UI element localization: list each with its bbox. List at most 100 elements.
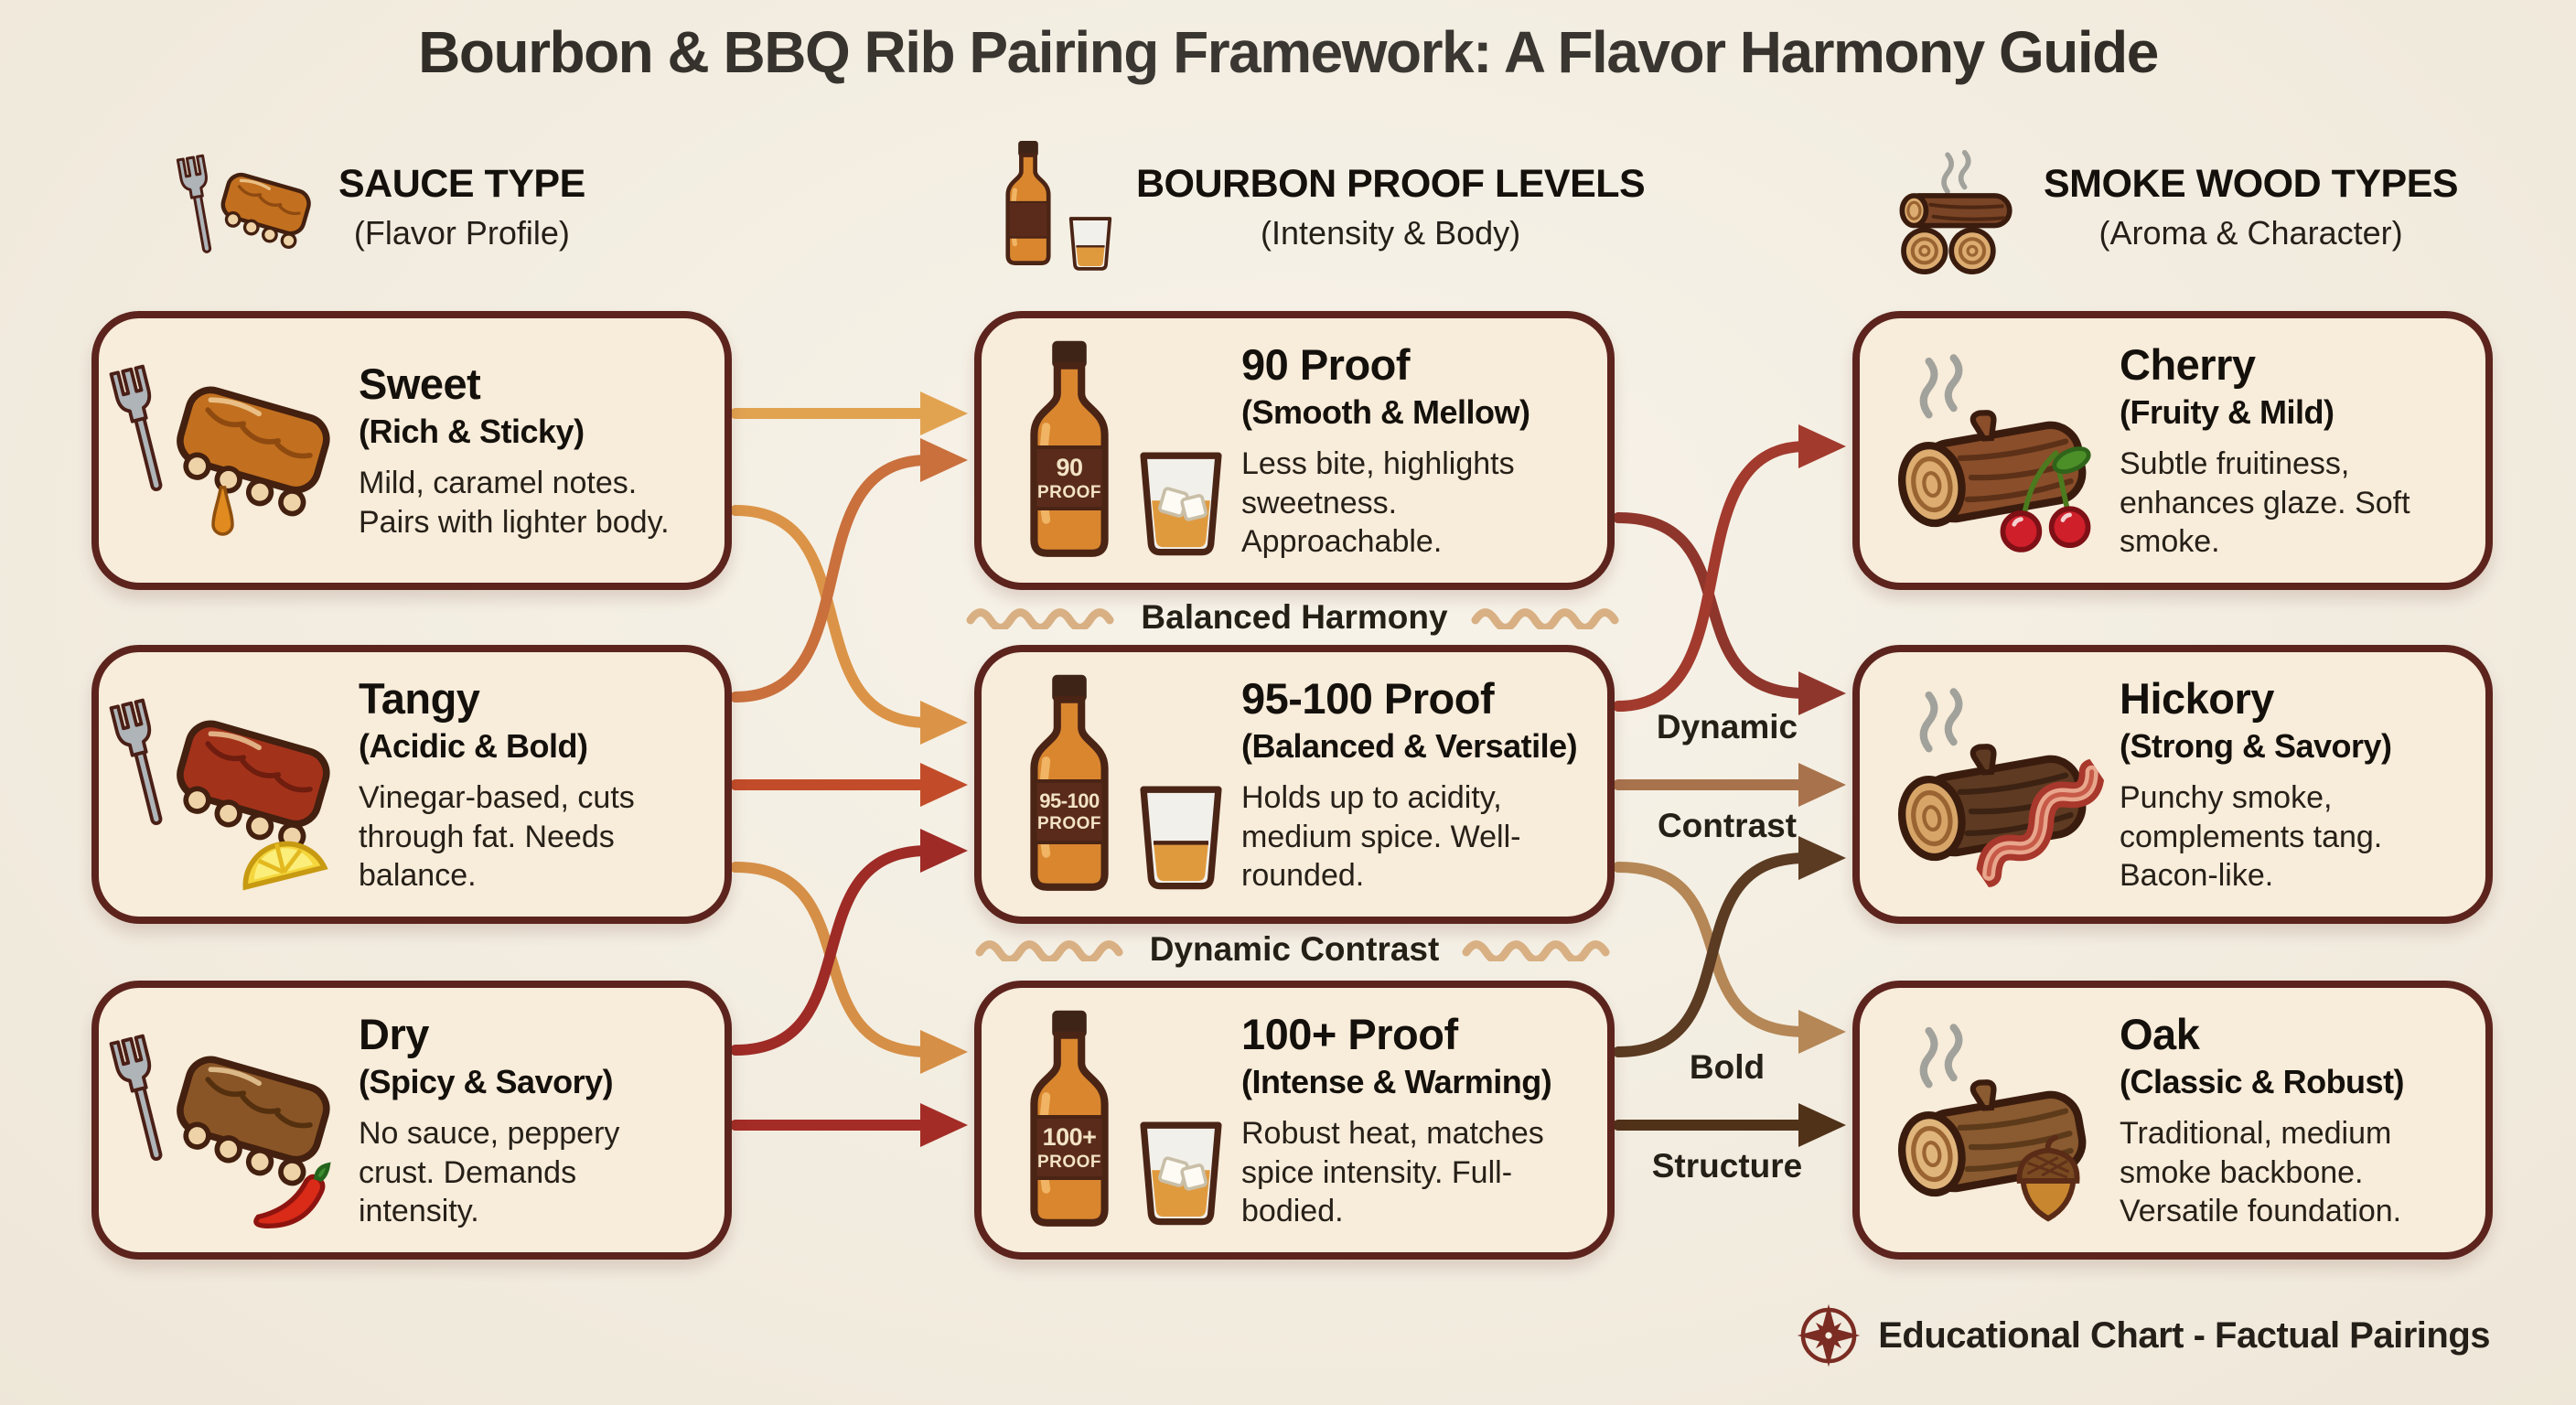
whiskey-glass-ice-icon: [1135, 448, 1227, 558]
card-description: No sauce, peppery crust. Demands intensi…: [359, 1115, 620, 1229]
arrow-tangy-p100: [730, 862, 933, 1057]
card-hickory-wood: Hickory (Strong & Savory) Punchy smoke, …: [1852, 645, 2493, 924]
cherries-icon: [1993, 437, 2098, 554]
arrow-p100-hickory: [1613, 853, 1811, 1057]
card-cherry-wood: Cherry (Fruity & Mild) Subtle fruitiness…: [1852, 311, 2493, 590]
card-title: 100+ Proof: [1241, 1009, 1458, 1058]
smoking-logs-icon: [1881, 137, 2023, 276]
card-title: Hickory: [2120, 673, 2274, 723]
arrowhead-dry-p95: [920, 829, 968, 873]
bourbon-bottle-icon: [1009, 669, 1130, 894]
column-title: SAUCE TYPE: [338, 161, 585, 206]
arrowhead-p95-hickory: [1798, 763, 1846, 807]
oak-log-icon: [1876, 1001, 2107, 1240]
bottle-glass-icon: [988, 137, 1116, 276]
ribs-fork-icon: [179, 137, 318, 276]
card-description: Mild, caramel notes. Pairs with lighter …: [359, 466, 670, 540]
column-subtitle: (Flavor Profile): [353, 213, 570, 252]
divider-label: Balanced Harmony: [1141, 598, 1448, 636]
page-title: Bourbon & BBQ Rib Pairing Framework: A F…: [418, 19, 2159, 85]
whiskey-glass-ice-icon: [1135, 1118, 1227, 1228]
arrow-p95-cherry: [1613, 441, 1811, 712]
sweet-glazed-ribs-icon: [115, 331, 346, 571]
card-100-plus-proof: 100+ PROOF 100+ Proof (Intense & Warming…: [974, 981, 1615, 1260]
glazed-ribs-icon: [156, 368, 346, 531]
arrowhead-tangy-p100: [920, 1030, 968, 1074]
card-description: Vinegar-based, cuts through fat. Needs b…: [359, 779, 635, 894]
divider-label: Dynamic Contrast: [1149, 930, 1440, 968]
column-header-bourbon-proof: BOURBON PROOF LEVELS (Intensity & Body): [988, 137, 1646, 276]
card-title: Cherry: [2120, 339, 2256, 389]
card-description: Punchy smoke, complements tang. Bacon-li…: [2120, 779, 2383, 894]
arrow-p90-hickory: [1613, 512, 1811, 699]
column-subtitle: (Intensity & Body): [1261, 213, 1521, 252]
arrowhead-p95-cherry: [1798, 424, 1846, 468]
whiskey-glass-icon: [1067, 214, 1114, 273]
dry-rub-ribs-icon: [115, 1001, 346, 1240]
squiggle-icon: [965, 606, 1119, 629]
connector-label-structure: Structure: [1651, 1147, 1803, 1185]
log-stack-icon: [1881, 179, 2023, 276]
arrowhead-p95-oak: [1798, 1010, 1846, 1054]
card-description: Traditional, medium smoke backbone. Vers…: [2120, 1115, 2402, 1229]
card-95-100-proof: 95-100 PROOF 95-100 Proof (Balanced & Ve…: [974, 645, 1615, 924]
card-subtitle: (Fruity & Mild): [2120, 392, 2334, 431]
card-subtitle: (Rich & Sticky): [359, 413, 585, 451]
arrowhead-sweet-p95: [920, 701, 968, 745]
card-title: Dry: [359, 1009, 429, 1058]
bottle-label: 90 PROOF: [1036, 453, 1102, 502]
sauce-drip-icon: [207, 476, 245, 554]
connector-label-bold: Bold: [1689, 1048, 1766, 1086]
card-subtitle: (Intense & Warming): [1241, 1062, 1552, 1100]
ribs-icon: [209, 161, 320, 258]
divider-dynamic-contrast: Dynamic Contrast: [974, 927, 1615, 972]
arrowhead-tangy-p90: [920, 438, 968, 482]
column-title: SMOKE WOOD TYPES: [2044, 161, 2459, 206]
squiggle-icon: [974, 938, 1128, 961]
footer-text: Educational Chart - Factual Pairings: [1878, 1314, 2490, 1356]
card-subtitle: (Classic & Robust): [2120, 1062, 2405, 1100]
whiskey-glass-icon: [1135, 782, 1227, 892]
card-subtitle: (Strong & Savory): [2120, 726, 2392, 765]
card-oak-wood: Oak (Classic & Robust) Traditional, medi…: [1852, 981, 2493, 1260]
tangy-sauced-ribs-icon: [115, 665, 346, 905]
hickory-log-icon: [1876, 665, 2107, 905]
arrow-tangy-p90: [730, 455, 933, 702]
connector-label-dynamic: Dynamic: [1656, 708, 1798, 745]
arrow-dry-p95: [730, 845, 933, 1056]
card-subtitle: (Spicy & Savory): [359, 1062, 614, 1100]
column-subtitle: (Aroma & Character): [2098, 213, 2403, 252]
card-subtitle: (Acidic & Bold): [359, 726, 588, 765]
divider-balanced-harmony: Balanced Harmony: [974, 595, 1615, 640]
arrowhead-p100-oak: [1798, 1103, 1846, 1147]
card-title: 95-100 Proof: [1241, 673, 1495, 723]
card-title: Tangy: [359, 673, 480, 723]
arrow-p95-oak: [1613, 862, 1811, 1037]
squiggle-icon: [1470, 606, 1624, 629]
arrowhead-tangy-p95: [920, 763, 968, 807]
connector-label-contrast: Contrast: [1657, 807, 1798, 844]
footer: Educational Chart - Factual Pairings: [1794, 1301, 2490, 1370]
arrowhead-dry-p100: [920, 1103, 968, 1147]
card-description: Subtle fruitiness, enhances glaze. Soft …: [2120, 445, 2410, 560]
card-description: Robust heat, matches spice intensity. Fu…: [1241, 1115, 1544, 1229]
bottle-label: 95-100 PROOF: [1036, 789, 1102, 833]
column-header-sauce-type: SAUCE TYPE (Flavor Profile): [179, 137, 585, 276]
100-plus-proof-bottle-icon: 100+ PROOF: [998, 1001, 1229, 1240]
card-title: Sweet: [359, 359, 481, 409]
cherry-log-icon: [1876, 331, 2107, 571]
arrow-sweet-p95: [730, 505, 933, 728]
compass-icon: [1794, 1301, 1863, 1370]
column-title: BOURBON PROOF LEVELS: [1136, 161, 1646, 206]
bourbon-bottle-icon: [1009, 1004, 1130, 1229]
card-90-proof: 90 PROOF 90 Proof (Smooth & Mellow) Less…: [974, 311, 1615, 590]
bourbon-bottle-icon: [993, 137, 1063, 267]
card-description: Holds up to acidity, medium spice. Well-…: [1241, 779, 1521, 894]
column-header-smoke-wood: SMOKE WOOD TYPES (Aroma & Character): [1881, 137, 2459, 276]
bottle-label: 100+ PROOF: [1036, 1122, 1102, 1172]
90-proof-bottle-icon: 90 PROOF: [998, 331, 1229, 571]
squiggle-icon: [1461, 938, 1615, 961]
card-sweet-sauce: Sweet (Rich & Sticky) Mild, caramel note…: [91, 311, 732, 590]
acorn-icon: [2006, 1129, 2090, 1228]
